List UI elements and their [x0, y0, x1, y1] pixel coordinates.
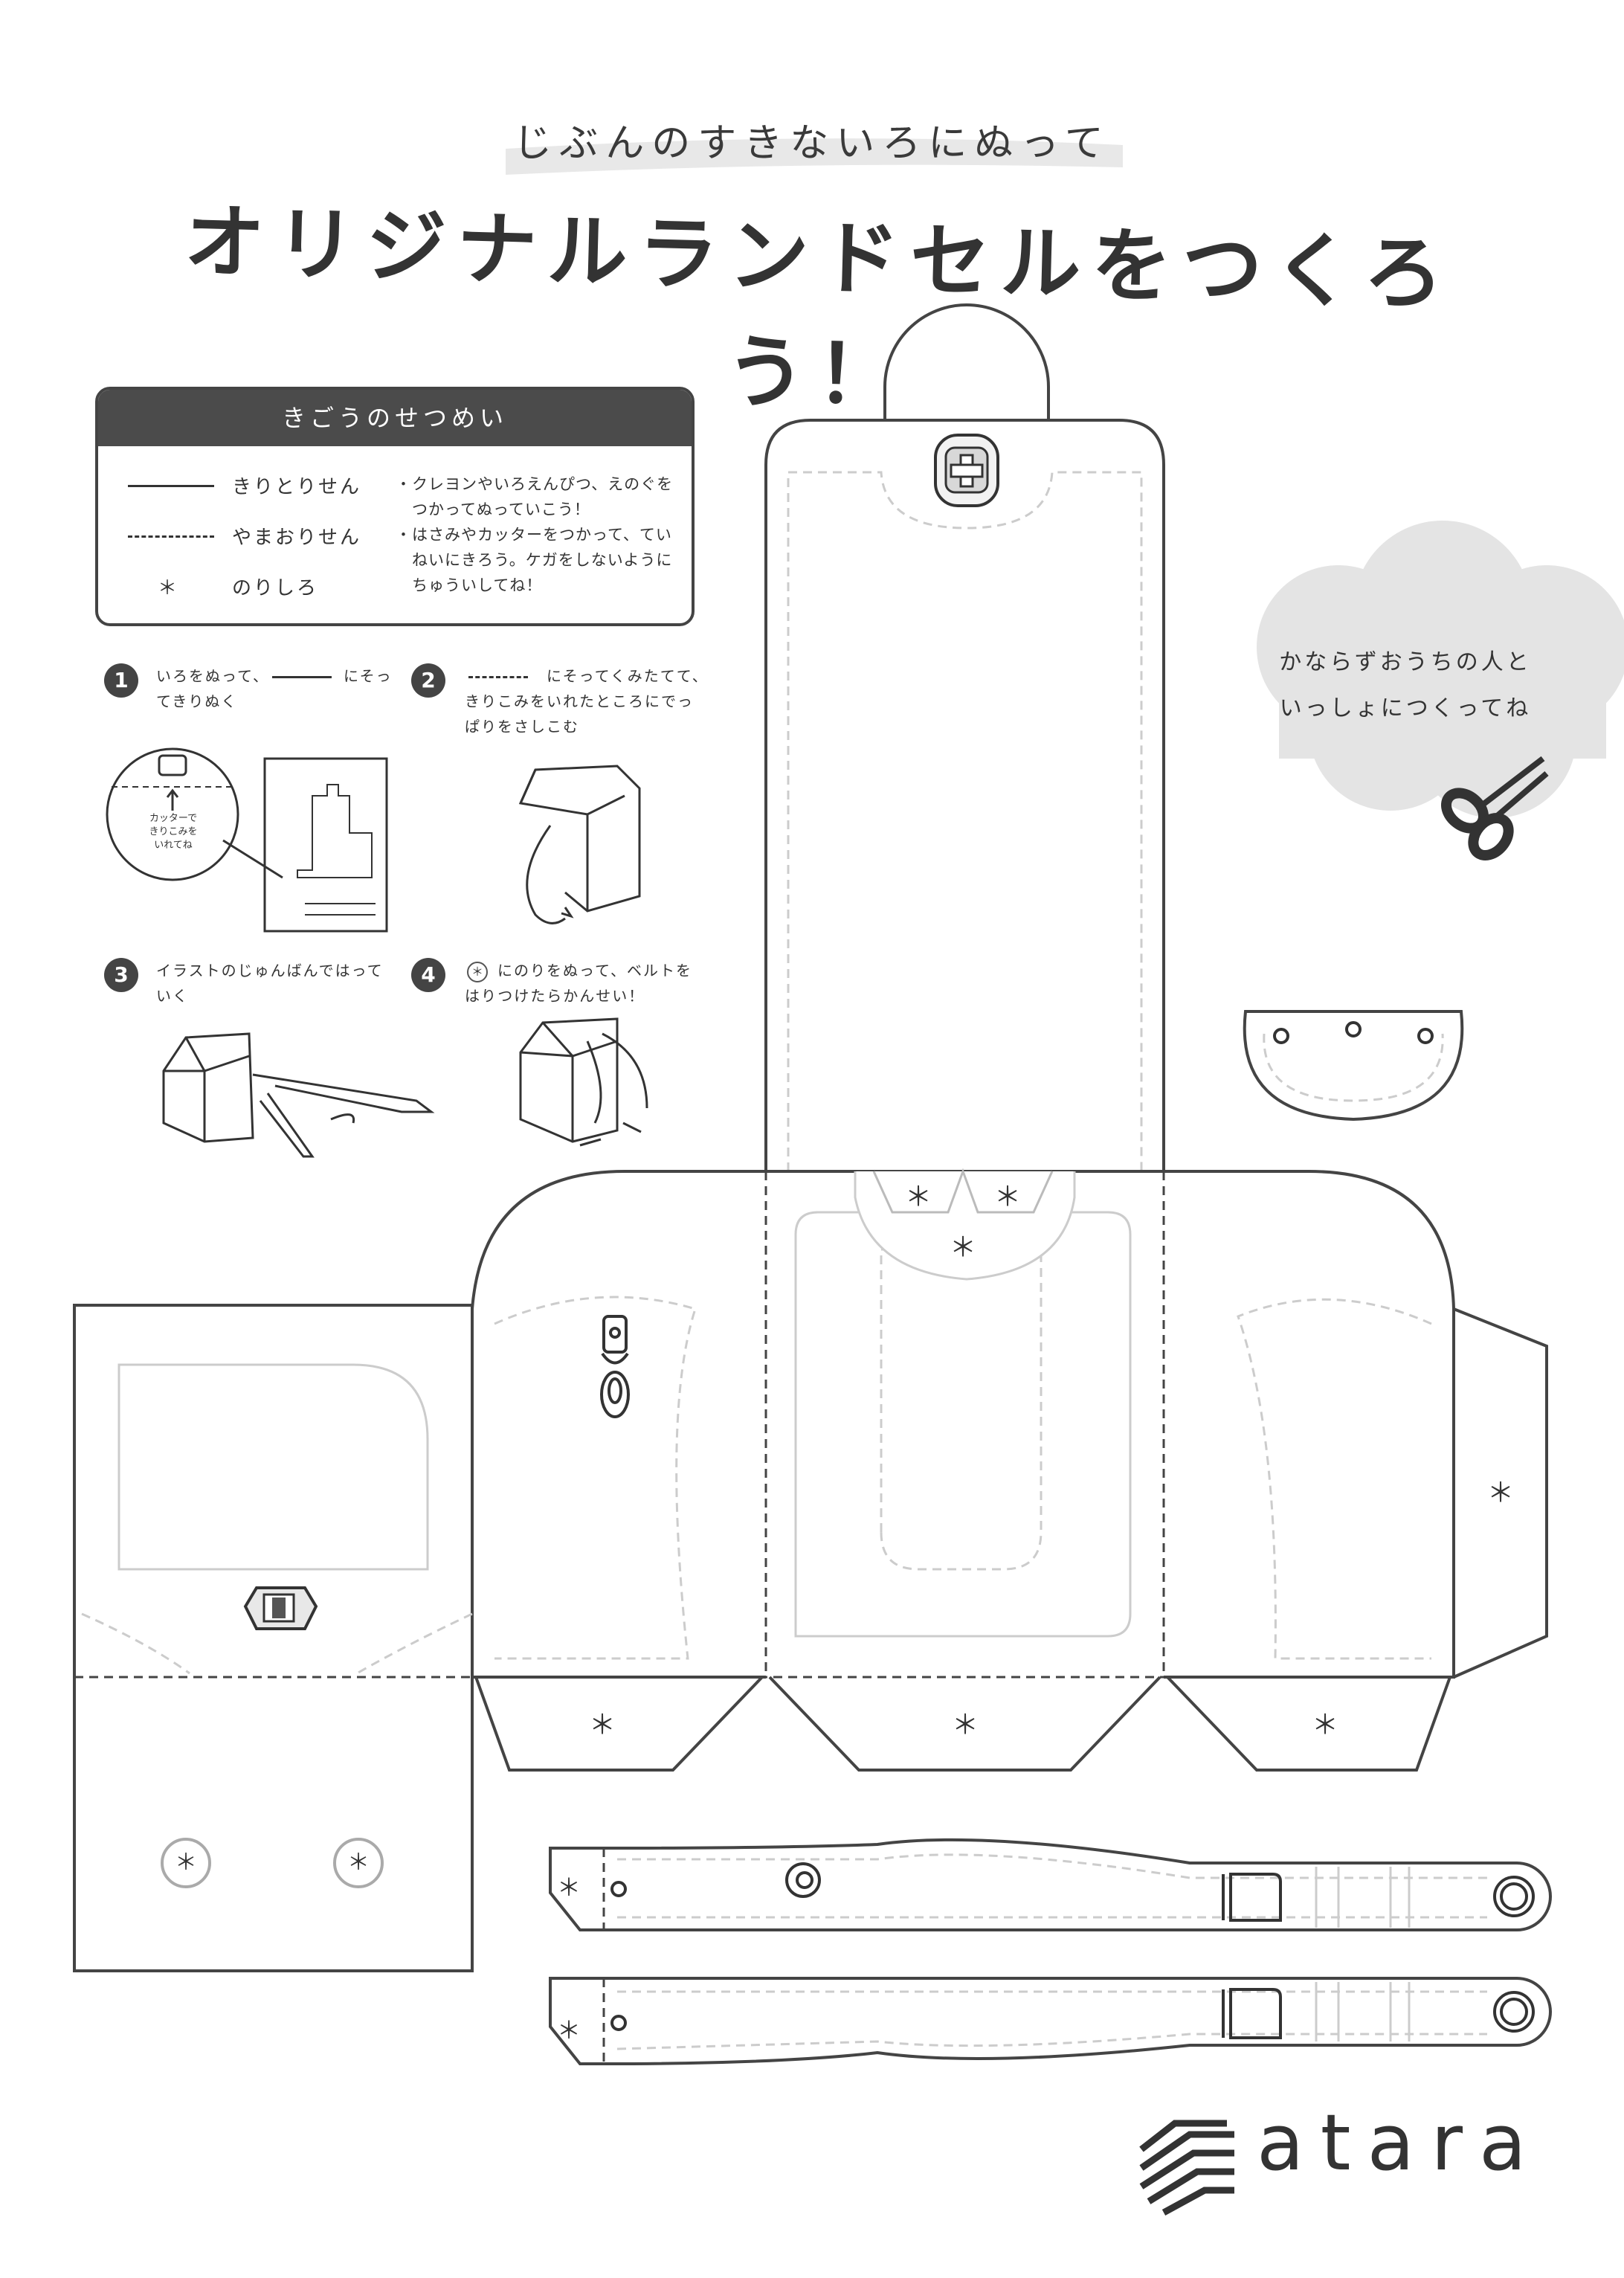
cloud-message: かならずおうちの人と いっしょにつくってね [1257, 640, 1554, 732]
step-1-cut-line [272, 676, 332, 678]
legend-item-fold: やまおりせん [232, 527, 362, 549]
glue-mark: ＊ [1486, 1478, 1514, 1508]
legend-notes: ・クレヨンやいろえんぴつ、えのぐを つかってぬっていこう！ ・はさみやカッターを… [396, 472, 686, 598]
glue-mark: ＊ [175, 1850, 197, 1876]
step-3-number: 3 [104, 958, 138, 992]
step-2-fold-line [468, 676, 528, 678]
step-4-text: にのりをぬって、ベルトを はりつけたらかんせい！ [465, 958, 718, 1008]
legend-item-cut: きりとりせん [232, 476, 362, 498]
callout-line: カッターで [149, 813, 198, 824]
step-2-text: にそってくみたてて、 きりこみをいれたところにでっ ぱりをさしこむ [465, 663, 718, 739]
cut-line-sample [128, 485, 214, 487]
step-3-text: イラストのじゅんばんではって いく [156, 958, 402, 1008]
back-lock-icon [243, 1586, 318, 1630]
cloud-line: かならずおうちの人と [1279, 649, 1532, 675]
step-line: にそってくみたてて、 [465, 667, 709, 685]
step-4-number: 4 [411, 958, 445, 992]
glue-mark: ＊ [347, 1850, 370, 1876]
note-line: ・はさみやカッターをつかって、てい [396, 526, 672, 544]
step-line: てきりぬく [156, 692, 238, 710]
bottom-tab-center [768, 1676, 1161, 1772]
flap-lock-icon [934, 434, 999, 507]
glue-mark: ＊ [556, 1873, 581, 1902]
glue-symbol: ＊ [158, 577, 180, 599]
glue-mark: ＊ [993, 1182, 1021, 1212]
step1-illustration [106, 747, 388, 933]
fold-line-sample [128, 535, 214, 538]
flap-inner-stitch [787, 471, 1143, 1171]
right-side-tab [1453, 1307, 1548, 1679]
flap-panel [764, 419, 1165, 1171]
step-line: にのりをぬって、ベルトを [465, 962, 692, 979]
step4-illustration [519, 1017, 648, 1147]
step2-illustration [518, 765, 641, 924]
legend-item-glue: のりしろ [232, 577, 319, 599]
step-line: いく [156, 987, 189, 1005]
scissors-icon [1440, 756, 1549, 861]
step3-illustration [162, 1032, 435, 1158]
legend-title: きごうのせつめい [98, 390, 692, 446]
bottom-tab-right [1166, 1676, 1451, 1772]
step-line: イラストのじゅんばんではって [156, 962, 384, 979]
cloud-shape [1257, 521, 1624, 818]
glue-mark: ＊ [556, 2016, 581, 2044]
glue-mark: ＊ [951, 1710, 979, 1740]
top-tab [883, 303, 1050, 420]
subtitle-highlight [506, 138, 1123, 175]
note-line: ちゅういしてね！ [396, 576, 543, 594]
glue-mark: ＊ [1311, 1710, 1338, 1740]
note-line: ・クレヨンやいろえんぴつ、えのぐを [396, 475, 674, 493]
cloud-line: いっしょにつくってね [1279, 695, 1532, 721]
bottom-tab-left [474, 1676, 764, 1772]
note-line: ねいにきろう。ケガをしないように [396, 551, 673, 569]
atara-logo-icon [1139, 2120, 1234, 2216]
atara-logo-text: atara [1257, 2097, 1543, 2188]
step-1-number: 1 [104, 663, 138, 698]
strap-2 [549, 1977, 1552, 2065]
step-line: ぱりをさしこむ [465, 718, 579, 736]
callout-line: きりこみを [149, 826, 198, 837]
step-4-glue-circle: ＊ [467, 962, 488, 982]
step-1-text: いろをぬって、 にそっ てきりぬく [156, 663, 409, 714]
cutter-callout: カッターで きりこみを いれてね [117, 812, 229, 852]
subtitle: じぶんのすきないろにぬって [513, 121, 1111, 166]
step-line: きりこみをいれたところにでっ [465, 692, 694, 710]
half-moon-piece [1243, 1010, 1464, 1122]
side-hook-icon [600, 1315, 630, 1418]
callout-line: いれてね [154, 840, 193, 851]
glue-mark: ＊ [904, 1182, 932, 1212]
glue-mark: ＊ [949, 1232, 976, 1263]
back-panel [73, 1304, 474, 1972]
step-line: はりつけたらかんせい！ [465, 987, 645, 1005]
front-pocket [794, 1211, 1132, 1638]
strap-1 [549, 1838, 1552, 1931]
glue-mark: ＊ [588, 1710, 616, 1740]
legend-box: きごうのせつめい きりとりせん やまおりせん ＊ のりしろ ・クレヨンやいろえん… [95, 387, 695, 626]
note-line: つかってぬっていこう！ [396, 501, 590, 518]
step-2-number: 2 [411, 663, 445, 698]
